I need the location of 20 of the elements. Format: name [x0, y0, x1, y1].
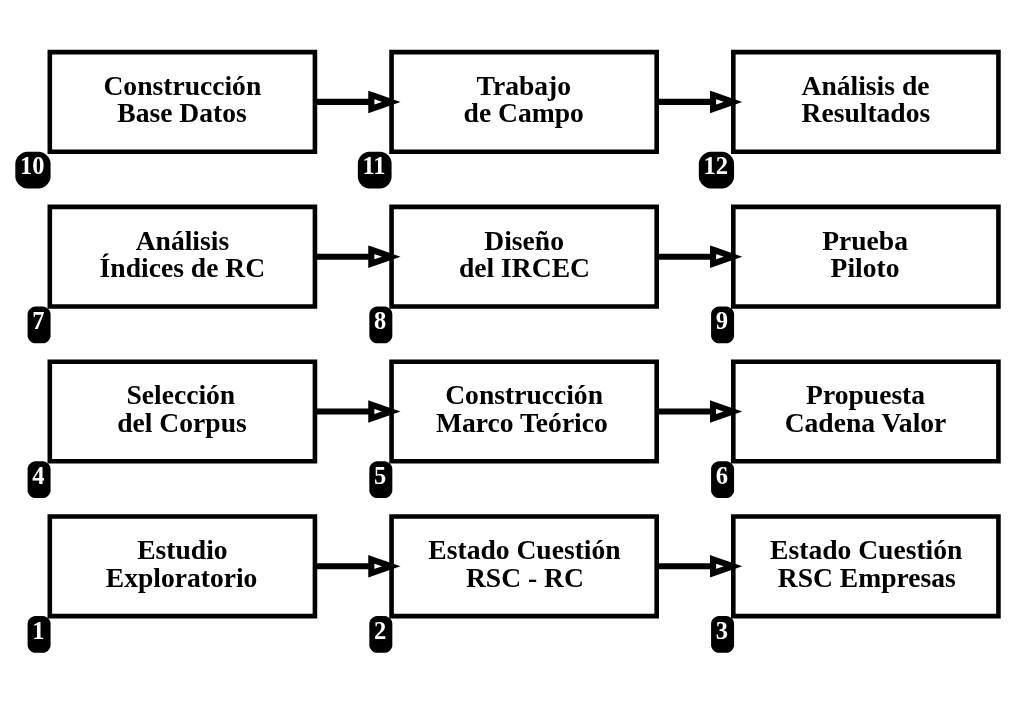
node-label: 7	[32, 306, 45, 334]
node-label: 11	[362, 151, 386, 179]
arrow	[657, 554, 743, 578]
arrow	[657, 244, 743, 268]
arrow	[315, 399, 401, 423]
node-label: 12	[703, 151, 728, 179]
arrow	[315, 244, 401, 268]
arrow	[315, 90, 401, 113]
node-label: 3	[715, 616, 728, 644]
node-label: 8	[373, 306, 387, 334]
node-label: 9	[715, 306, 728, 334]
node-label: 4	[32, 461, 45, 489]
arrow	[657, 90, 743, 113]
node-label: 6	[715, 461, 728, 489]
arrow	[657, 399, 743, 423]
node-label: 5	[373, 461, 387, 489]
node-label: 10	[19, 151, 45, 179]
node-label: 1	[32, 616, 45, 644]
node-label: 2	[373, 616, 387, 644]
arrow	[315, 554, 401, 578]
